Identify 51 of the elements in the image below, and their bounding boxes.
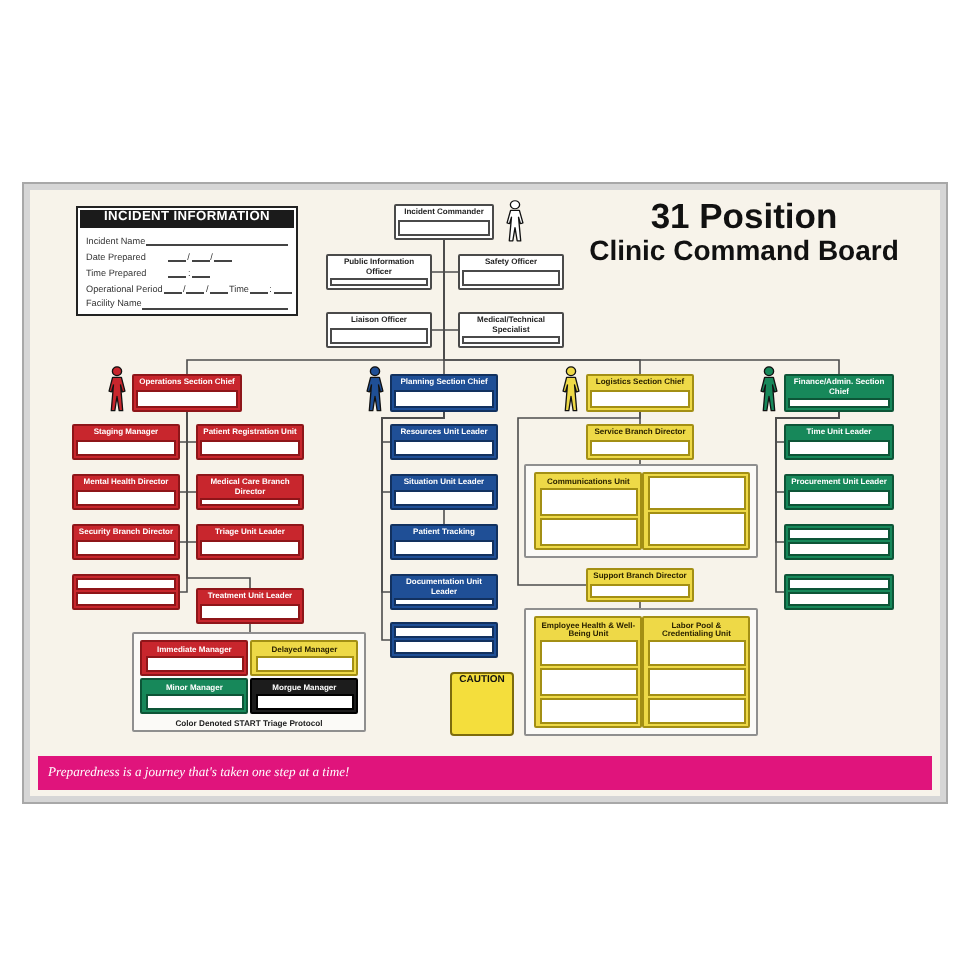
position-card [196,588,304,624]
position-card [140,678,249,715]
position-card [642,616,751,729]
connector-line [381,411,445,641]
connector-line [443,239,840,375]
caution-note [450,672,514,736]
position-card [390,622,498,658]
position-card [586,424,694,460]
position-card [586,374,694,412]
position-card [250,640,359,677]
position-card [196,474,304,510]
connector-line [639,601,641,609]
position-card [784,474,894,510]
position-card [250,678,359,715]
position-card [390,474,498,510]
position-card [390,524,498,560]
position-card [390,574,498,610]
position-card [534,616,643,729]
position-card [642,472,751,551]
position-card [196,424,304,460]
group-frame [132,632,366,732]
connector-line [249,623,251,633]
position-card [784,524,894,560]
connector-line [639,459,641,465]
board-title: 31 Position Clinic Command Board [587,198,901,266]
connector-line [186,411,251,589]
position-card [586,568,694,602]
connector-line [775,411,840,593]
connector-line [517,411,641,586]
connector-line [443,509,445,525]
group-frame [524,464,758,558]
position-card [72,574,180,610]
position-card [196,524,304,560]
position-card [72,524,180,560]
position-card [784,574,894,610]
incident-form [76,206,298,316]
position-card [458,312,564,348]
position-card [534,472,643,551]
position-card [784,424,894,460]
position-card [72,474,180,510]
position-card [784,374,894,412]
position-card [326,312,432,348]
position-card [132,374,242,412]
position-card [390,424,498,460]
position-card [458,254,564,290]
position-card [394,204,494,240]
group-frame [524,608,758,736]
position-card [72,424,180,460]
position-card [140,640,249,677]
position-card [390,374,498,412]
position-card [326,254,432,290]
